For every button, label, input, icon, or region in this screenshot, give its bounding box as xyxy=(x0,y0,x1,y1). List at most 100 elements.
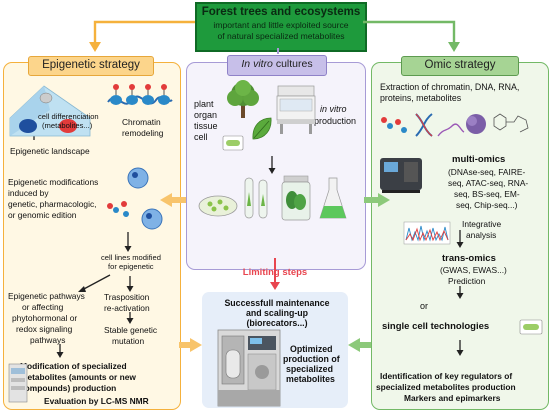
arrow-head-omic-2 xyxy=(456,293,464,299)
epigenetic-header-text: Epigenetic strategy xyxy=(42,59,140,71)
arrow-head-epi-2 xyxy=(78,286,86,292)
lcms-instrument-icon xyxy=(8,363,28,403)
cell-circle-icon xyxy=(127,167,149,189)
arrow-head-epi-1 xyxy=(124,246,132,252)
limiting-steps-text: Limiting steps xyxy=(242,267,308,278)
pathways-line2: or affecting xyxy=(22,302,64,312)
bioreactor-icon xyxy=(217,329,281,407)
multi-line2: seq, ATAC-seq, RNA- xyxy=(448,178,529,188)
arrow-top-to-epi xyxy=(93,20,195,44)
omic-molecules-icon xyxy=(381,113,529,137)
top-banner xyxy=(195,2,367,52)
arrow-head-omic-3 xyxy=(456,350,464,356)
arrow-head-invitro-omic xyxy=(378,193,390,207)
invitro-header xyxy=(227,55,327,76)
culture-jar-icon xyxy=(281,175,311,221)
center-title-1: Successfull maintenance xyxy=(224,298,330,308)
pathways-line3: phytohormonal or xyxy=(12,313,78,323)
mod-line3: compounds) production xyxy=(20,383,117,393)
single-cell-icon xyxy=(519,319,543,335)
trans-omics-line1: (GWAS, EWAS...) xyxy=(440,265,507,275)
arrow-head-epi-4 xyxy=(126,318,134,324)
invitro-header-italic: In vitro xyxy=(241,58,273,70)
petri-dish-icon xyxy=(198,195,238,217)
epi-mods-line1: Epigenetic modifications xyxy=(8,177,99,187)
invitro-label-organ: organ xyxy=(194,110,218,120)
center-opt-3: specialized xyxy=(286,364,333,374)
arrow-head-invitro-down xyxy=(268,168,276,174)
integr-line1: Integrative xyxy=(462,219,502,229)
arrow-head-omic-1 xyxy=(456,242,464,248)
leaf-icon xyxy=(252,117,272,140)
arrow-head-epi-center xyxy=(190,338,202,352)
mod-line2: metabolites (amounts or new xyxy=(20,372,136,382)
cell-diff-line2: (metabolites...) xyxy=(42,121,93,130)
arrow-top-to-omic xyxy=(363,20,456,44)
top-subtitle-1: important and little exploited source xyxy=(213,20,349,30)
trans-line1: Trasposition xyxy=(104,292,150,302)
center-opt-4: metabolites xyxy=(286,374,335,384)
epigenetic-header xyxy=(28,56,154,76)
chromatogram-icon xyxy=(403,221,451,245)
arrow-head-invitro-epi xyxy=(160,193,172,207)
cell-diff-line1: cell differenciation xyxy=(38,112,99,121)
pathways-line5: pathways xyxy=(30,335,66,345)
trans-omics-line2: Prediction xyxy=(448,276,486,286)
epi-mods-line2: induced by xyxy=(8,188,49,198)
arrow-head-epi-3 xyxy=(126,286,134,292)
top-subtitle-2: of natural specialized metabolites xyxy=(217,31,345,41)
culture-tubes-icon xyxy=(244,177,268,219)
epigenetic-landscape-label: Epigenetic landscape xyxy=(10,146,90,156)
evaluation-text: Evaluation by LC-MS NMR xyxy=(44,396,149,406)
or-text: or xyxy=(420,301,429,311)
chromatin-icon xyxy=(107,84,173,105)
chromatin-line2: remodeling xyxy=(122,128,164,138)
arrow-head-epi-5 xyxy=(56,352,64,358)
omic-header xyxy=(401,56,519,76)
invitro-header-text: In vitro cultures xyxy=(227,58,327,70)
invitro-header-rest: cultures xyxy=(272,58,313,70)
epi-mods-line3: genetic, pharmacologic, xyxy=(8,199,97,209)
flow-hood-icon xyxy=(276,85,316,134)
invitro-label-prod-italic: in vitro xyxy=(320,104,347,114)
flask-icon xyxy=(319,177,347,219)
stable-line2: mutation xyxy=(112,336,145,346)
arrow-head-top-epi xyxy=(89,42,101,52)
multi-line3: seq, BS-seq, EM- xyxy=(454,189,520,199)
epi-mods-line4: or genomic edition xyxy=(8,210,77,220)
single-cell-text: single cell technologies xyxy=(382,321,490,332)
multi-omics-title: multi-omics xyxy=(452,154,506,165)
ident-line1: Identification of key regulators of xyxy=(380,371,513,381)
arrow-epi-2 xyxy=(81,274,111,291)
arrow-head-omic-center xyxy=(348,338,360,352)
cell-line-icon xyxy=(141,208,163,230)
center-opt-1: Optimized xyxy=(290,344,333,354)
mod-line1: Modification of specialized xyxy=(20,361,127,371)
chromatin-line1: Chromatin xyxy=(122,117,161,127)
cell-lines-line2: for epigenetic xyxy=(108,262,154,271)
extract-line2: proteins, metabolites xyxy=(380,93,462,103)
sequencer-icon xyxy=(380,158,422,193)
omic-header-text: Omic strategy xyxy=(424,59,496,71)
invitro-label-tissue: tissue xyxy=(194,121,218,131)
invitro-label-prod: production xyxy=(314,116,357,126)
arrow-head-top-omic xyxy=(448,42,460,52)
invitro-label-cell: cell xyxy=(194,132,208,142)
callus-icon xyxy=(222,135,244,151)
center-title-3: (biorecators...) xyxy=(246,318,308,328)
extract-line1: Extraction of chromatin, DNA, RNA, xyxy=(380,82,520,92)
tree-icon xyxy=(227,80,259,118)
ident-line3: Markers and epimarkers xyxy=(404,393,501,403)
invitro-panel xyxy=(186,62,366,270)
multi-line1: (DNAse-seq, FAIRE- xyxy=(448,167,526,177)
center-title-2: and scaling-up xyxy=(245,308,309,318)
integr-line2: analysis xyxy=(466,230,497,240)
arrow-head-limiting xyxy=(270,282,280,290)
center-opt-2: production of xyxy=(283,354,340,364)
epigenetic-landscape-icon xyxy=(9,85,91,137)
ident-line2: specialized metabolites production xyxy=(376,382,516,392)
pathways-line4: redox signaling xyxy=(16,324,73,334)
multi-line4: seq, Chip-seq...) xyxy=(456,200,518,210)
stable-line1: Stable genetic xyxy=(104,325,158,335)
